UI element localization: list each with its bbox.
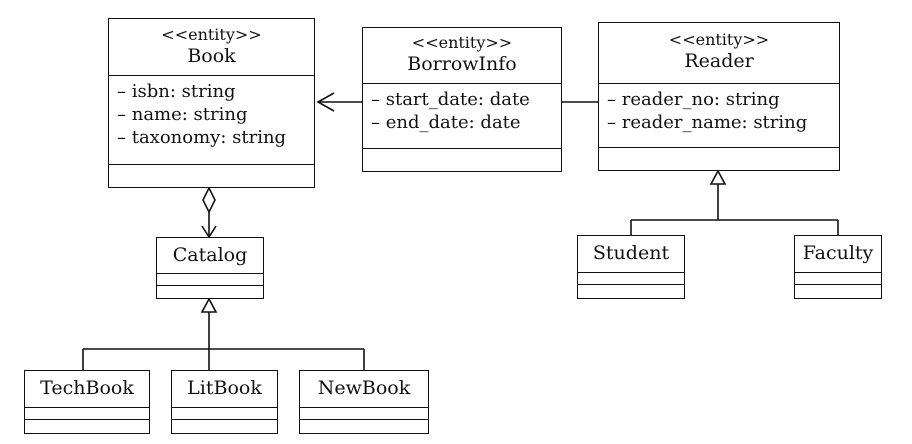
attribute-reader-name: – reader_name: string: [607, 112, 808, 133]
class-newbook-header: NewBook: [300, 371, 428, 408]
class-reader-attributes: – reader_no: string – reader_name: strin…: [599, 84, 839, 148]
class-book-header: <<entity>> Book: [109, 19, 314, 76]
class-techbook: TechBook: [24, 370, 150, 434]
class-litbook-header: LitBook: [172, 371, 277, 408]
class-book: <<entity>> Book – isbn: string – name: s…: [108, 18, 315, 188]
class-borrowinfo-header: <<entity>> BorrowInfo: [363, 28, 561, 84]
class-catalog-name: Catalog: [172, 244, 248, 266]
attribute-isbn: – isbn: string: [117, 81, 236, 102]
class-faculty: Faculty: [794, 235, 882, 299]
aggregation-book-catalog: [201, 186, 217, 239]
class-book-name: Book: [187, 45, 236, 67]
attribute-start-date: – start_date: date: [371, 89, 530, 110]
class-student: Student: [577, 235, 685, 299]
class-catalog-attributes: [157, 274, 263, 286]
attribute-name: – name: string: [117, 104, 248, 125]
class-student-name: Student: [592, 242, 670, 264]
class-student-attributes: [578, 273, 684, 285]
class-borrowinfo-stereotype: <<entity>>: [411, 33, 513, 52]
class-borrowinfo: <<entity>> BorrowInfo – start_date: date…: [362, 27, 562, 172]
class-litbook-attributes: [172, 408, 277, 420]
association-borrowinfo-book: [316, 92, 362, 112]
class-reader-name: Reader: [684, 50, 754, 72]
class-student-header: Student: [578, 236, 684, 273]
class-newbook-name: NewBook: [317, 377, 411, 399]
class-techbook-attributes: [25, 408, 149, 420]
class-newbook-attributes: [300, 408, 428, 420]
class-catalog: Catalog: [156, 237, 264, 299]
class-faculty-header: Faculty: [795, 236, 881, 273]
class-faculty-name: Faculty: [802, 242, 874, 264]
class-reader: <<entity>> Reader – reader_no: string – …: [598, 22, 840, 171]
class-faculty-attributes: [795, 273, 881, 285]
class-reader-stereotype: <<entity>>: [668, 30, 770, 49]
class-reader-header: <<entity>> Reader: [599, 23, 839, 84]
class-borrowinfo-name: BorrowInfo: [407, 53, 517, 75]
generalization-reader: [630, 169, 839, 235]
class-techbook-name: TechBook: [40, 377, 134, 399]
attribute-end-date: – end_date: date: [371, 112, 521, 133]
class-litbook: LitBook: [171, 370, 278, 434]
class-catalog-header: Catalog: [157, 238, 263, 274]
class-newbook: NewBook: [299, 370, 429, 434]
class-book-stereotype: <<entity>>: [161, 25, 262, 44]
class-borrowinfo-attributes: – start_date: date – end_date: date: [363, 84, 561, 149]
class-techbook-header: TechBook: [25, 371, 149, 408]
attribute-taxonomy: – taxonomy: string: [117, 127, 287, 148]
attribute-reader-no: – reader_no: string: [607, 89, 780, 110]
class-litbook-name: LitBook: [187, 377, 262, 399]
class-book-attributes: – isbn: string – name: string – taxonomy…: [109, 76, 314, 165]
generalization-catalog: [82, 297, 365, 370]
